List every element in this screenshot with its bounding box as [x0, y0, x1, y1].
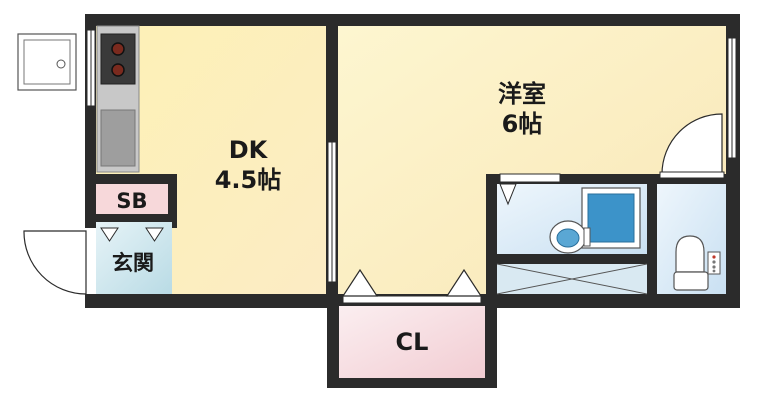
- entrance-door-swing: [23, 230, 87, 295]
- toilet-icon: [675, 235, 705, 273]
- corridor-cross-b: [496, 263, 648, 295]
- closet-floor: [339, 306, 485, 378]
- closet-door-track: [342, 295, 482, 304]
- washer-pan: [17, 33, 77, 91]
- bath-door-swing: [661, 113, 723, 175]
- closet-door-right: [445, 268, 483, 297]
- burner-bottom: [111, 63, 125, 77]
- drain-icon: [56, 59, 66, 69]
- shoe-box: [96, 184, 168, 214]
- burner-top: [111, 42, 125, 56]
- closet-label: CL: [396, 328, 429, 356]
- western-room-name: 洋室: [498, 80, 546, 108]
- entrance-label: 玄関: [112, 251, 154, 275]
- dk-room-name: DK: [229, 136, 269, 164]
- shoe-box-label: SB: [116, 189, 147, 213]
- dk-room-size: 4.5帖: [215, 166, 282, 194]
- entrance-door-opening: [85, 228, 96, 294]
- western-room-size: 6帖: [502, 110, 543, 138]
- kitchen-sink: [100, 109, 136, 167]
- closet-door-left: [341, 268, 379, 297]
